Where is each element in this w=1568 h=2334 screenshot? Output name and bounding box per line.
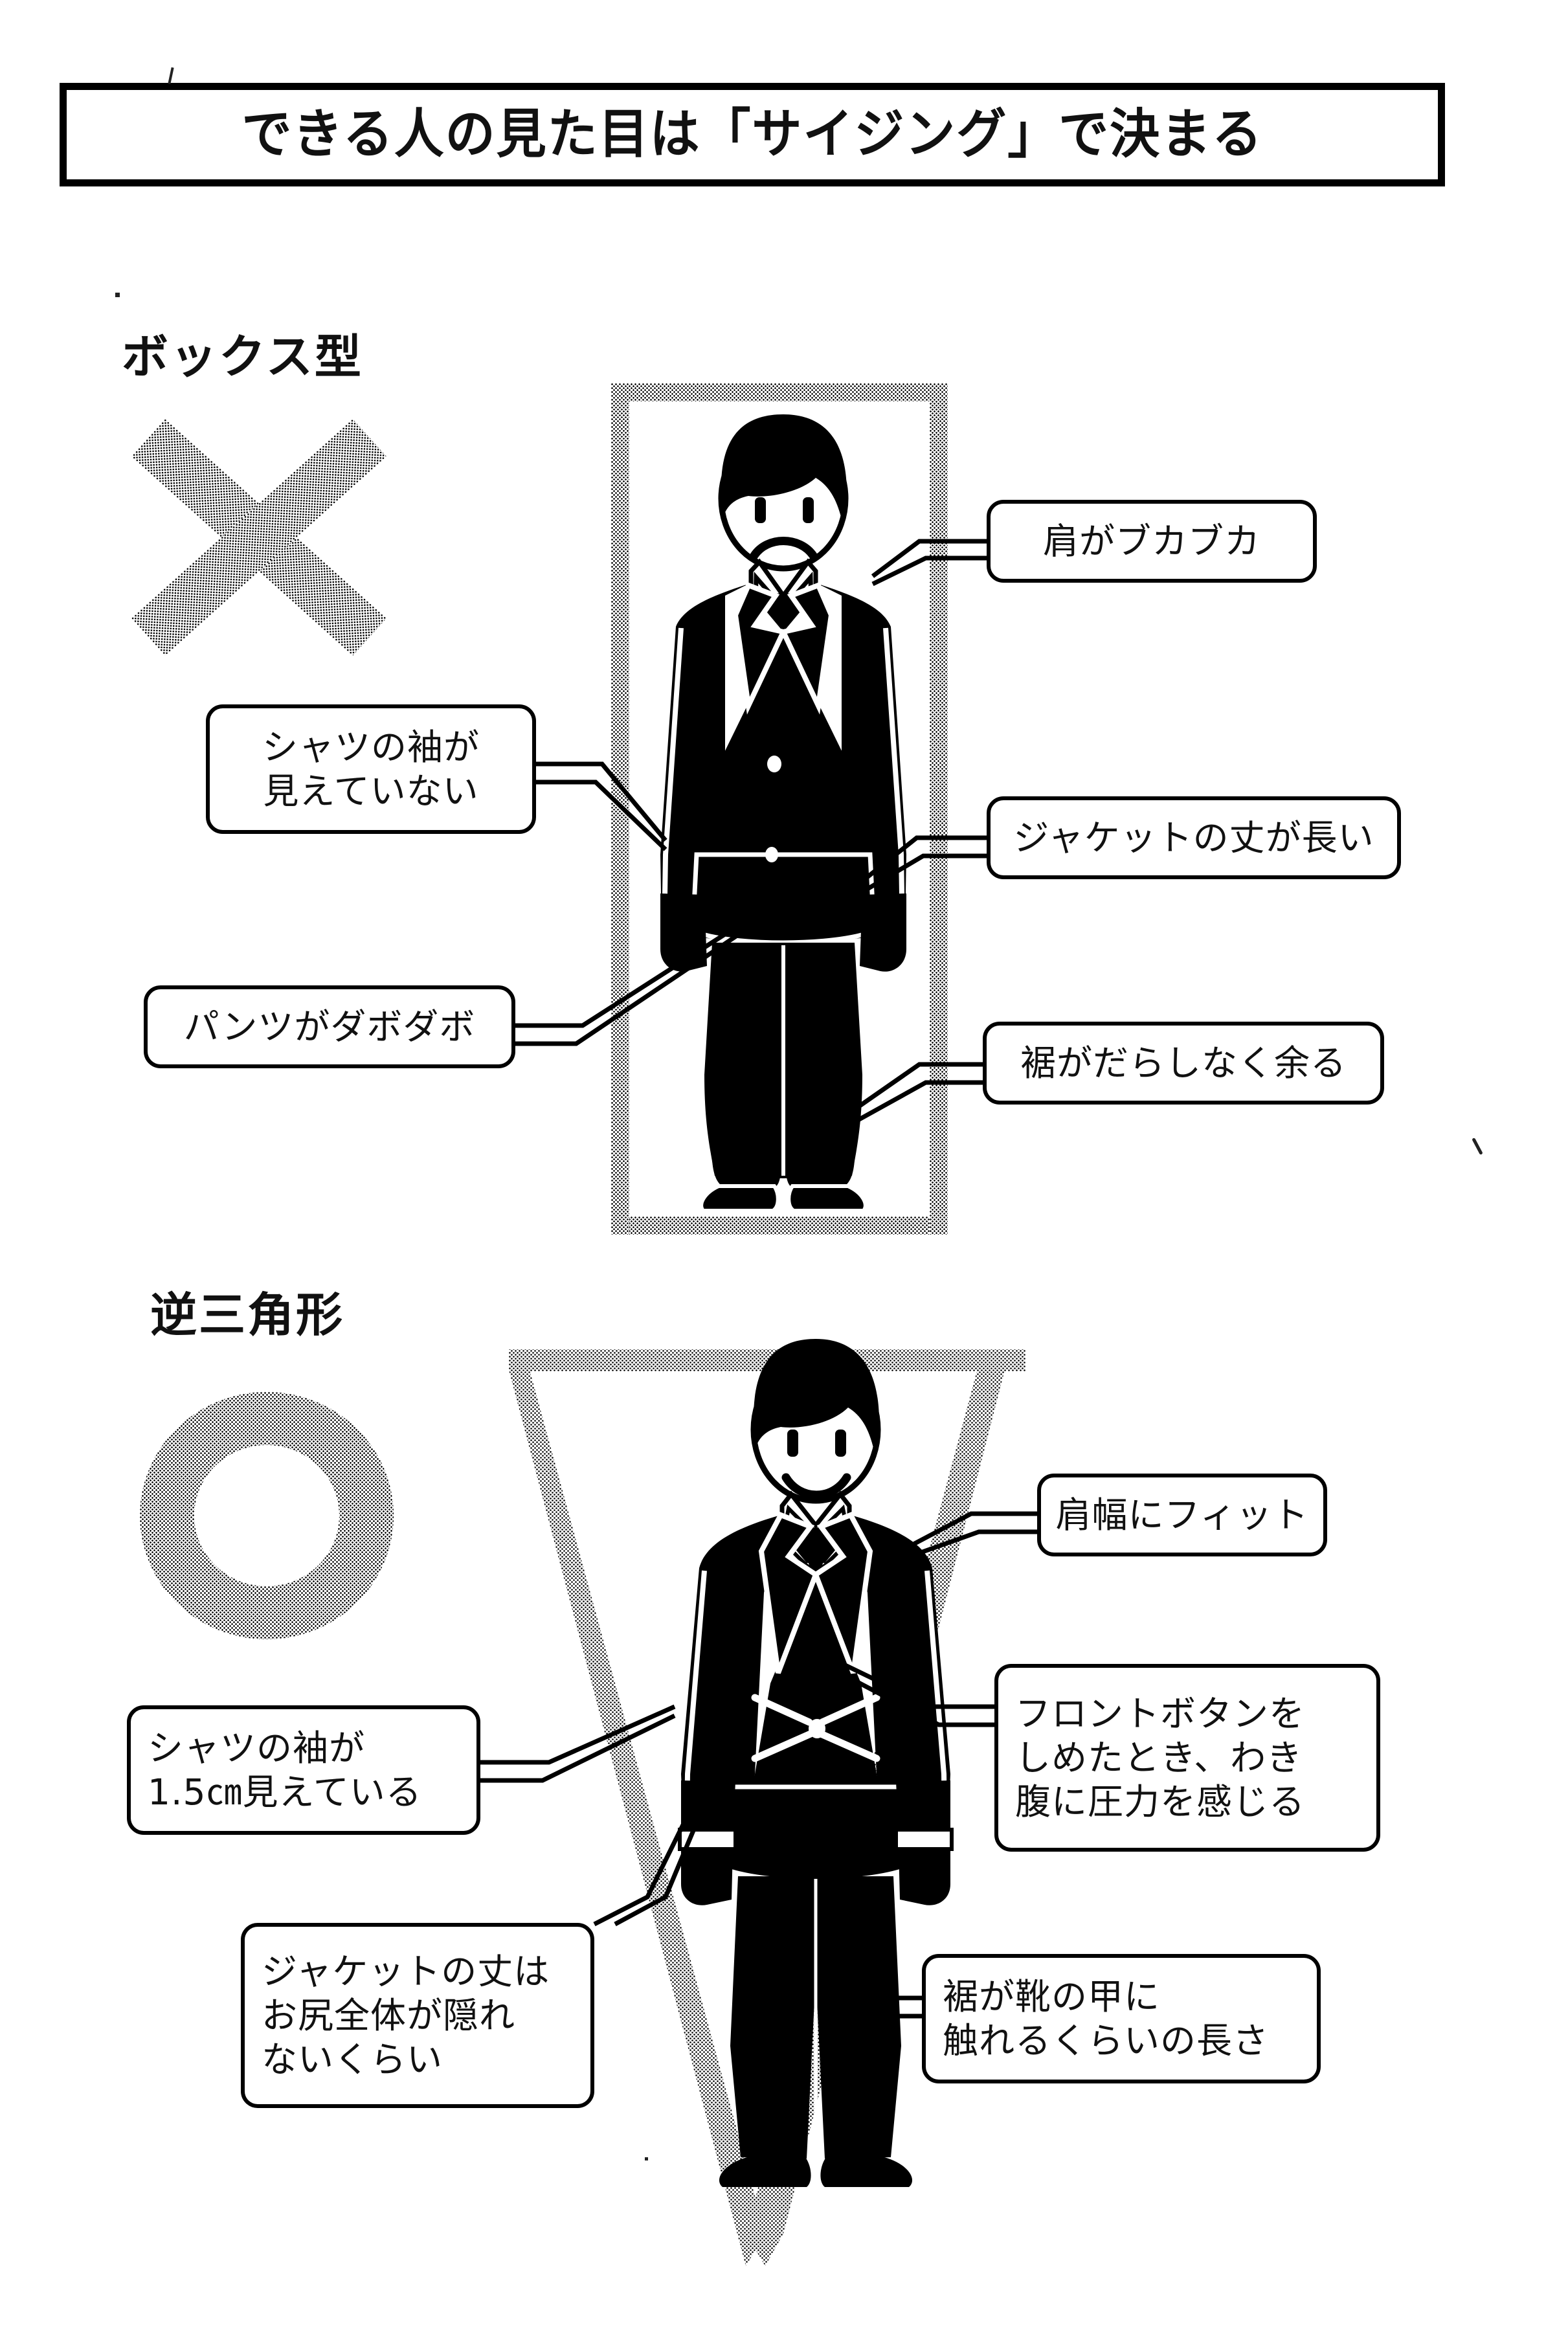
callout-hem-sloppy: 裾がだらしなく余る — [983, 1022, 1384, 1105]
page-title: できる人の見た目は「サイジング」で決まる — [241, 104, 1263, 165]
callout-line: 肩がブカブカ — [1042, 520, 1260, 562]
callout-line: 見えていない — [263, 770, 479, 812]
callout-line: 触れるくらいの長さ — [943, 2020, 1270, 2061]
callout-pants-baggy: パンツがダボダボ — [144, 985, 515, 1068]
figure-fitted-suit — [609, 1321, 1023, 2227]
callout-line: ないくらい — [262, 2039, 443, 2081]
o-mark-icon — [140, 1392, 394, 1639]
callout-line: 腹に圧力を感じる — [1015, 1781, 1306, 1823]
section-heading-box: ボックス型 — [122, 330, 363, 384]
section-heading-triangle: 逆三角形 — [150, 1288, 345, 1342]
callout-line: お尻全体が隠れ — [262, 1994, 516, 2036]
callout-line: パンツがダボダボ — [183, 1005, 476, 1048]
callout-shoulder-loose: 肩がブカブカ — [987, 500, 1317, 583]
callout-line: 肩幅にフィット — [1055, 1494, 1309, 1536]
scan-speck — [168, 67, 174, 85]
callout-line: 裾がだらしなく余る — [1020, 1042, 1347, 1084]
callout-jacket-long: ジャケットの丈が長い — [987, 796, 1401, 879]
callout-line: ジャケットの丈が長い — [1013, 816, 1374, 858]
x-mark-icon — [129, 414, 388, 660]
callout-shoulder-fit: 肩幅にフィット — [1037, 1474, 1327, 1556]
callout-front-button-pressure: フロントボタンを しめたとき、わき 腹に圧力を感じる — [994, 1664, 1380, 1852]
callout-line: 裾が靴の甲に — [943, 1975, 1161, 2017]
callout-line: しめたとき、わき — [1015, 1736, 1303, 1779]
callout-line: フロントボタンを — [1015, 1692, 1306, 1734]
o-mark-hole — [194, 1445, 339, 1586]
frame-edge-bottom — [611, 1217, 948, 1235]
callout-sleeve-15cm: シャツの袖が 1.5㎝見えている — [127, 1705, 480, 1835]
scan-speck — [645, 2157, 648, 2160]
callout-sleeve-hidden: シャツの袖が 見えていない — [206, 704, 536, 834]
frame-edge-top — [611, 383, 948, 401]
title-banner: できる人の見た目は「サイジング」で決まる — [60, 83, 1445, 186]
scan-speck — [115, 293, 120, 297]
figure-oversized-suit — [622, 401, 945, 1224]
callout-line: シャツの袖が — [262, 726, 480, 768]
callout-line: シャツの袖が — [148, 1727, 366, 1769]
callout-jacket-hip-length: ジャケットの丈は お尻全体が隠れ ないくらい — [241, 1923, 594, 2108]
callout-line: 1.5㎝見えている — [148, 1771, 422, 1813]
callout-line: ジャケットの丈は — [262, 1950, 550, 1992]
scan-speck — [1472, 1137, 1483, 1156]
callout-hem-touches-shoe: 裾が靴の甲に 触れるくらいの長さ — [922, 1954, 1321, 2083]
